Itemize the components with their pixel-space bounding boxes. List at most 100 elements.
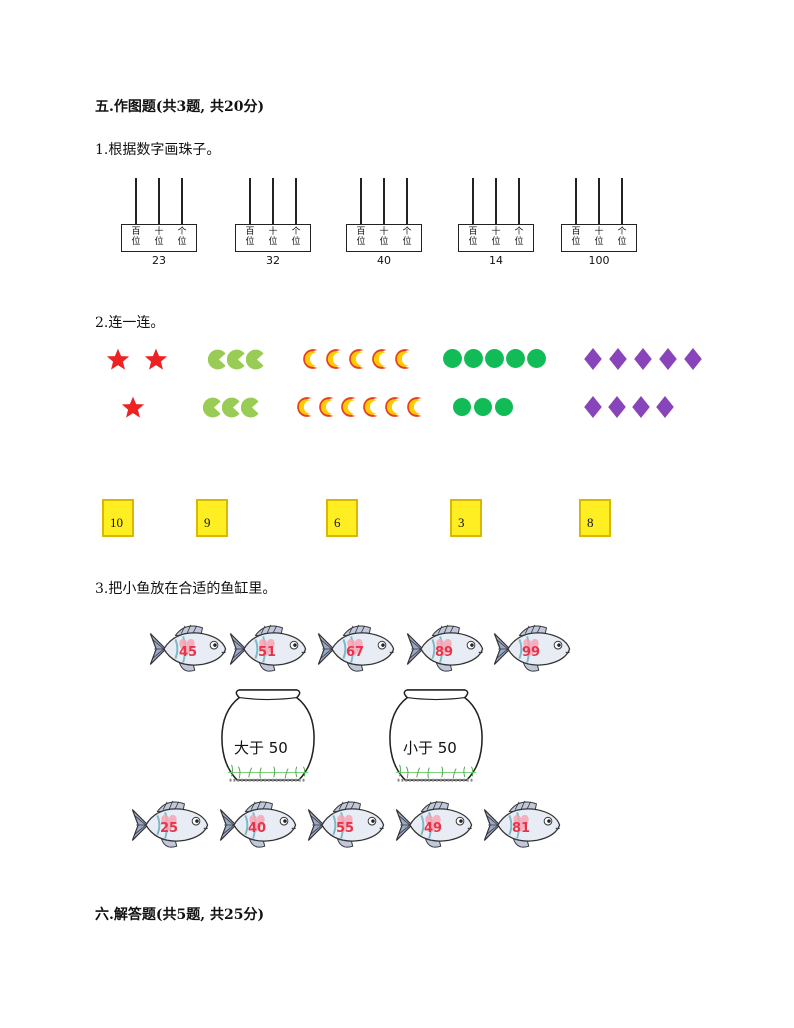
fish[interactable]: 45 [149,623,227,673]
circle-icon [495,398,513,416]
abacus-number: 32 [266,254,280,267]
place-label-char: 十 [379,227,389,237]
card-number: 10 [110,515,123,530]
place-label-char: 位 [468,237,478,247]
fish[interactable]: 67 [317,623,395,673]
tank-greater[interactable] [220,688,316,782]
abacus-frame: 百位十位个位 [458,224,534,252]
abacus-number: 40 [377,254,391,267]
green-moon-icon [227,349,245,370]
fish[interactable]: 51 [229,623,307,673]
tank-less[interactable] [388,688,484,782]
crescent-moon-icon [297,397,312,417]
crescent-moon-icon [326,349,341,369]
star-icon [144,348,168,370]
abacus-frame: 百位十位个位 [235,224,311,252]
fish-tank-icon [388,688,484,782]
place-label-char: 个 [617,227,627,237]
place-label-ones: 个位 [175,227,189,247]
crescent-moon-icon [372,349,387,369]
diamond-icon [659,348,677,370]
fish[interactable]: 49 [395,799,473,849]
place-label-char: 位 [617,237,627,247]
fish-number: 51 [258,645,276,660]
fish[interactable]: 99 [493,623,571,673]
crescent-group-bottom [297,397,422,417]
fish-tank-figure: 45 51 67 89 99 25 40 [131,623,571,849]
fish[interactable]: 89 [406,623,484,673]
fish-number: 55 [336,821,354,836]
diamond-icon [632,396,650,418]
abacus-rod [158,178,160,224]
number-card[interactable]: 9 [196,499,228,537]
abacus-rod [621,178,623,224]
diamond-icon [609,348,627,370]
abacus-rod [360,178,362,224]
fish[interactable]: 81 [483,799,561,849]
place-label-char: 十 [594,227,604,237]
green-moon-icon [208,349,226,370]
green-moon-icon [222,397,240,418]
fish[interactable]: 55 [307,799,385,849]
diamond-icon [634,348,652,370]
circle-icon [506,349,525,368]
place-label-char: 位 [514,237,524,247]
place-label-char: 位 [402,237,412,247]
place-label-ones: 个位 [615,227,629,247]
abacus[interactable]: 百位十位个位 14 [458,178,536,270]
circle-icon [527,349,546,368]
fish-row-bottom: 25 40 55 49 81 [131,799,561,849]
star-group-top [106,348,168,370]
green-moon-group-bottom [203,397,259,418]
circle-icon [474,398,492,416]
star-icon [121,396,145,418]
diamond-icon [684,348,702,370]
section-title-drawing: 五.作图题(共3题, 共20分) [95,99,265,115]
abacus-frame: 百位十位个位 [346,224,422,252]
green-moon-icon [241,397,259,418]
place-label-hundreds: 百位 [243,227,257,247]
fish[interactable]: 25 [131,799,209,849]
card-number: 6 [334,515,341,530]
fish[interactable]: 40 [219,799,297,849]
place-label-tens: 十位 [489,227,503,247]
abacus-number: 14 [489,254,503,267]
tank-label-greater: 大于 50 [234,739,288,757]
abacus[interactable]: 百位十位个位 32 [235,178,313,270]
card-number: 8 [587,515,594,530]
number-card[interactable]: 10 [102,499,134,537]
place-label-tens: 十位 [266,227,280,247]
place-label-ones: 个位 [512,227,526,247]
number-card[interactable]: 3 [450,499,482,537]
abacus-frame: 百位十位个位 [121,224,197,252]
abacus-frame: 百位十位个位 [561,224,637,252]
diamond-icon [584,348,602,370]
circle-group-top [443,349,546,368]
fish-number: 81 [512,821,530,836]
place-label-hundreds: 百位 [129,227,143,247]
crescent-moon-icon [349,349,364,369]
fish-row-top: 45 51 67 89 99 [149,623,571,673]
place-label-char: 位 [131,237,141,247]
card-number: 9 [204,515,211,530]
abacus-number: 100 [588,254,610,267]
place-label-char: 位 [571,237,581,247]
circle-icon [443,349,462,368]
question-2-text: 2.连一连。 [95,315,165,331]
place-label-char: 个 [177,227,187,237]
section-title-answers: 六.解答题(共5题, 共25分) [95,907,265,923]
crescent-moon-icon [395,349,410,369]
abacus-rod [575,178,577,224]
number-card[interactable]: 8 [579,499,611,537]
diamond-icon [608,396,626,418]
circle-icon [453,398,471,416]
number-card[interactable]: 6 [326,499,358,537]
circle-group-bottom [453,398,513,416]
place-label-char: 个 [402,227,412,237]
place-label-char: 位 [356,237,366,247]
place-label-hundreds: 百位 [466,227,480,247]
place-label-tens: 十位 [377,227,391,247]
